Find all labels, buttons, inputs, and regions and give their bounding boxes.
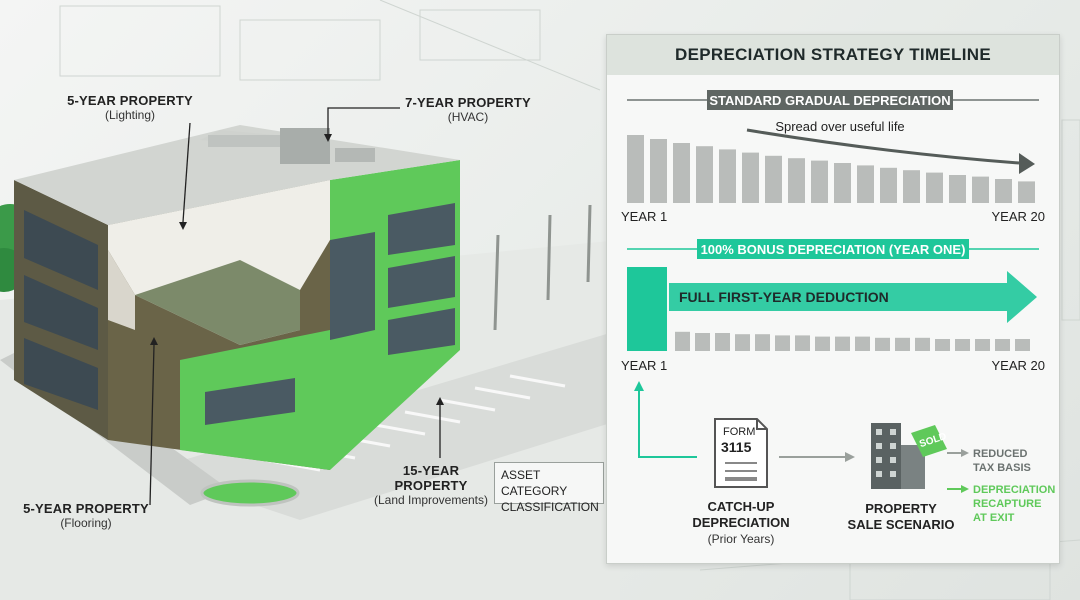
standard-start-label: YEAR 1 (621, 209, 667, 224)
asset-category-box: ASSET CATEGORY CLASSIFICATION (494, 462, 604, 514)
form-icon (714, 418, 768, 488)
callout-flooring-sub: (Flooring) (60, 516, 112, 530)
standard-bar (673, 143, 690, 203)
callout-land: 15-YEAR PROPERTY (Land Improvements) (366, 463, 496, 507)
panel-title: DEPRECIATION STRATEGY TIMELINE (675, 45, 991, 64)
catchup-connector (638, 385, 697, 458)
sale-title1: PROPERTY (865, 501, 937, 516)
callout-hvac: 7-YEAR PROPERTY (HVAC) (388, 95, 548, 124)
bonus-first-year-bar (627, 267, 667, 351)
bonus-bars (627, 267, 1030, 351)
hvac-unit (280, 128, 330, 164)
bonus-bar (995, 339, 1010, 351)
standard-label-bg (707, 90, 953, 110)
landscape-island (200, 479, 300, 507)
bonus-label-bg (697, 239, 969, 259)
standard-bar (926, 172, 943, 203)
bonus-bar (675, 331, 690, 351)
bonus-start-label: YEAR 1 (621, 358, 667, 373)
bonus-bar (755, 334, 770, 351)
callout-lighting: 5-YEAR PROPERTY (Lighting) (50, 93, 210, 122)
bonus-bar (975, 339, 990, 351)
catchup-title1: CATCH-UP (708, 499, 775, 514)
recapture-line2: RECAPTURE (973, 498, 1041, 510)
standard-end-label: YEAR 20 (992, 209, 1045, 224)
standard-bar (765, 155, 782, 203)
bonus-arrow (669, 271, 1037, 323)
standard-bar (857, 165, 874, 203)
sale-title2: SALE SCENARIO (848, 517, 955, 532)
bonus-bar (715, 333, 730, 351)
standard-note: Spread over useful life (775, 119, 904, 134)
reduced-line2: TAX BASIS (973, 462, 1031, 474)
callout-hvac-sub: (HVAC) (447, 110, 489, 124)
standard-bar (1018, 181, 1035, 203)
bonus-bar (695, 333, 710, 351)
building-illustration (0, 107, 620, 520)
bonus-bar (915, 337, 930, 351)
standard-bar (650, 139, 667, 203)
callout-lighting-sub: (Lighting) (104, 108, 156, 122)
recapture-line1: DEPRECIATION (973, 484, 1055, 496)
bonus-bar (835, 336, 850, 351)
reduced-line1: REDUCED (973, 448, 1027, 460)
front-windows (205, 203, 455, 425)
interior-floor-carpet (135, 260, 300, 345)
bonus-arrow-text: FULL FIRST-YEAR DEDUCTION (679, 289, 889, 305)
bonus-bar (775, 335, 790, 351)
callout-flooring: 5-YEAR PROPERTY (Flooring) (6, 501, 166, 530)
bonus-bar (955, 339, 970, 351)
asset-category-line1: ASSET CATEGORY (501, 468, 568, 498)
standard-bar (627, 135, 644, 203)
standard-bar (903, 170, 920, 203)
form-number: 3115 (721, 439, 752, 455)
standard-bar (880, 167, 897, 203)
callout-lighting-title: 5-YEAR PROPERTY (67, 93, 193, 108)
bonus-bar (795, 335, 810, 351)
standard-label: STANDARD GRADUAL DEPRECIATION (709, 93, 950, 108)
bonus-end-label: YEAR 20 (992, 358, 1045, 373)
standard-bar (949, 175, 966, 203)
standard-bar (972, 176, 989, 203)
callout-hvac-title: 7-YEAR PROPERTY (405, 95, 531, 110)
timeline-graphic: STANDARD GRADUAL DEPRECIATION Spread ove… (621, 90, 1055, 546)
standard-bar (995, 179, 1012, 203)
left-windows (24, 210, 98, 410)
standard-arrow-head (1019, 153, 1035, 174)
light-poles (493, 204, 592, 331)
standard-bar (719, 149, 736, 203)
sold-tag (911, 425, 947, 457)
bonus-bar (1015, 339, 1030, 351)
form-label: FORM (723, 426, 755, 438)
parking-lot (150, 330, 620, 520)
bonus-label: 100% BONUS DEPRECIATION (YEAR ONE) (701, 242, 966, 257)
recapture-line3: AT EXIT (973, 512, 1015, 524)
catchup-sub: (Prior Years) (708, 532, 775, 546)
standard-bar (696, 146, 713, 203)
bonus-bar (875, 337, 890, 351)
depreciation-timeline-panel: DEPRECIATION STRATEGY TIMELINE STANDARD … (606, 34, 1060, 564)
bonus-bar (855, 336, 870, 351)
standard-curve-arrow (746, 128, 1020, 165)
panel-header: DEPRECIATION STRATEGY TIMELINE (607, 35, 1059, 75)
callout-flooring-title: 5-YEAR PROPERTY (23, 501, 149, 516)
sale-building-icon (871, 423, 947, 489)
bonus-bar (815, 336, 830, 351)
asset-category-line2: CLASSIFICATION (501, 500, 599, 514)
duct (208, 135, 280, 147)
standard-bars (627, 135, 1035, 203)
standard-bar (742, 152, 759, 203)
callout-land-title: 15-YEAR PROPERTY (394, 463, 468, 493)
standard-bar (834, 163, 851, 203)
bonus-bar (735, 334, 750, 351)
bonus-bar (895, 337, 910, 351)
bonus-bar (935, 339, 950, 351)
standard-bar (811, 160, 828, 203)
standard-bar (788, 158, 805, 203)
callout-land-sub: (Land Improvements) (373, 493, 489, 507)
catchup-title2: DEPRECIATION (692, 515, 789, 530)
